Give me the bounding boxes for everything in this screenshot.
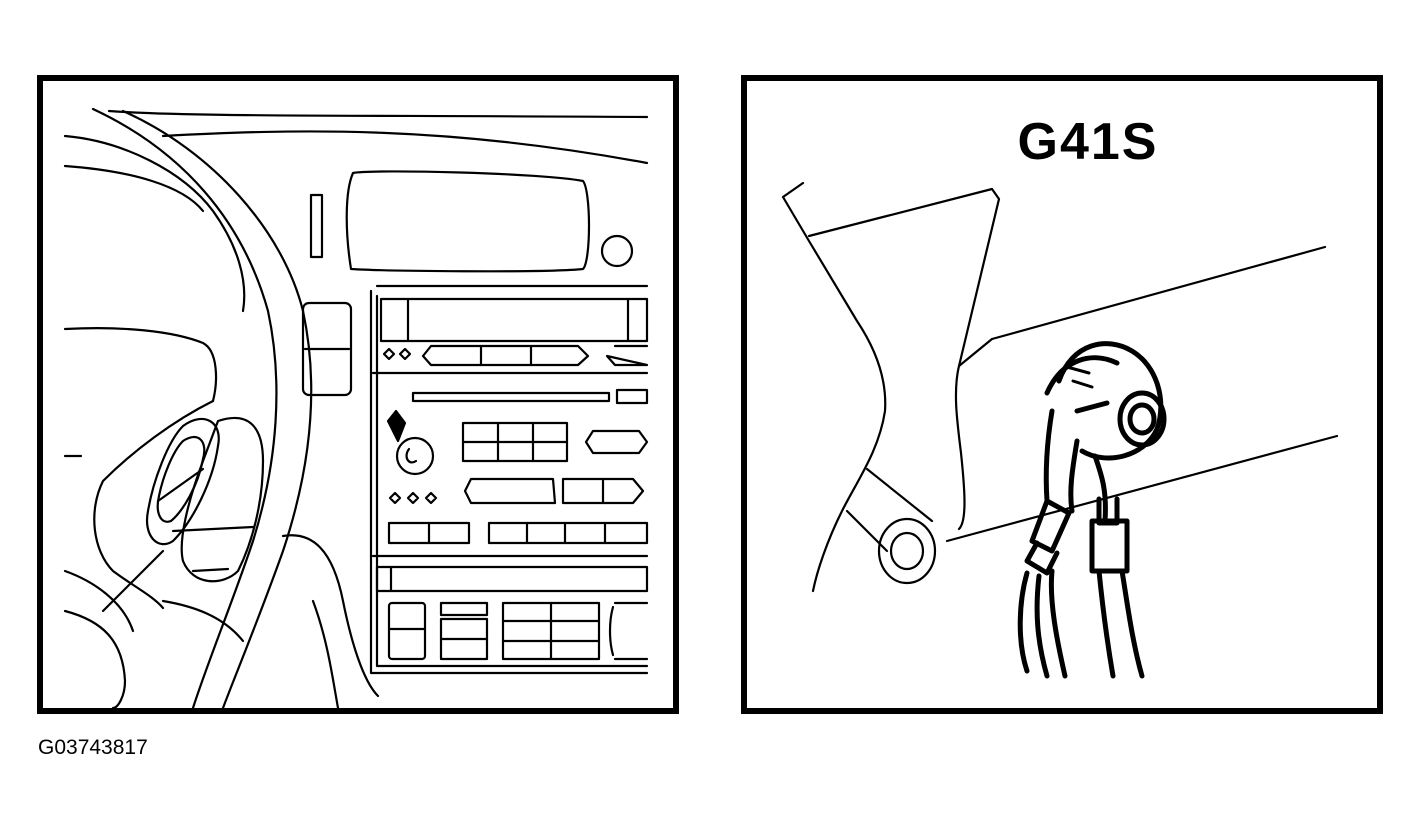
center-stack-housing [369, 289, 649, 675]
g41s-connector [1017, 341, 1167, 679]
support-bar-top [990, 245, 1327, 341]
terminal-clip-right [1089, 518, 1130, 574]
cluster-hood [63, 134, 246, 313]
figure-code: G03743817 [38, 736, 148, 759]
hvac-display [375, 565, 649, 593]
bolt-head-outer [877, 517, 937, 585]
display-housing [345, 170, 591, 273]
seek-button [584, 429, 649, 455]
indicator-diamonds-mid [388, 491, 438, 505]
lower-button-strip-right [487, 521, 649, 545]
volume-knob-pointer [386, 409, 407, 443]
connector-label: G41S [1017, 113, 1159, 171]
connector-nut [1117, 390, 1167, 448]
indicator-diamonds-top [382, 347, 412, 361]
dashboard-illustration [63, 107, 649, 708]
wire-1 [1017, 570, 1030, 674]
hvac-bar [439, 601, 489, 617]
mode-button [463, 477, 557, 505]
dashboard-view-panel [37, 75, 679, 714]
knob [600, 234, 634, 268]
steering-wheel-rim-inner [91, 107, 278, 708]
volume-knob [395, 436, 435, 476]
radio-display [379, 297, 649, 343]
tune-button [561, 477, 645, 505]
wire-3 [1048, 568, 1068, 679]
connector-illustration [781, 181, 1339, 679]
wire-lead [101, 549, 165, 613]
dash-upper-contour [161, 130, 649, 165]
wire-4 [1096, 568, 1116, 679]
column-cover [180, 416, 265, 583]
hvac-button-left [387, 601, 427, 661]
hazard-switch-block [301, 301, 353, 397]
bolt-head-inner [889, 531, 925, 571]
mounting-bracket [781, 181, 887, 593]
dash-top-edge [107, 109, 649, 119]
wire-2 [1034, 573, 1050, 679]
preset-button-strip [421, 344, 590, 367]
cluster-lower-edge [63, 327, 218, 403]
terminal-clip-left [1029, 498, 1072, 554]
side-vent-slot [309, 193, 324, 259]
wire-5 [1119, 568, 1145, 679]
support-bar-bottom [945, 434, 1339, 543]
lower-dash-contour [93, 399, 215, 610]
turn-signal-switch-outline [145, 417, 220, 546]
connector-detail-panel [741, 75, 1383, 714]
cd-slot [411, 391, 611, 403]
